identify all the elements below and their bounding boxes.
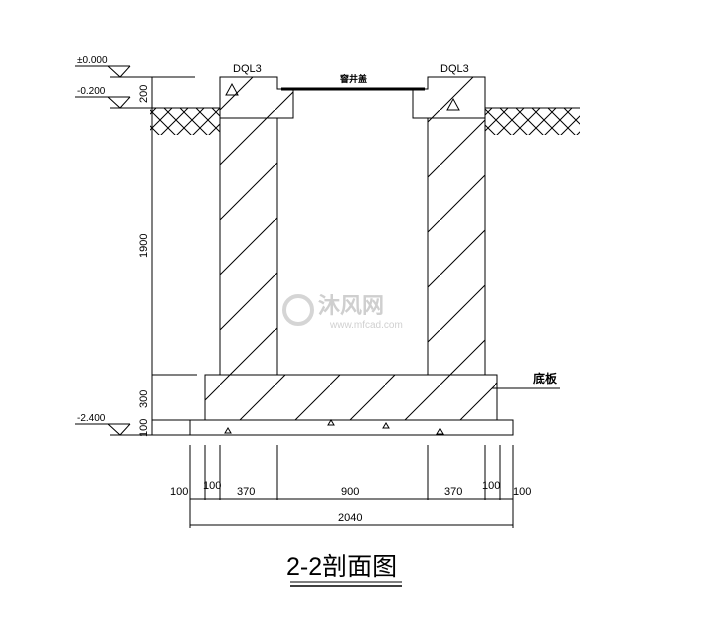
base-label: 底板: [533, 371, 558, 386]
dim-text: 100: [482, 480, 500, 492]
cap-label-left: DQL3: [233, 63, 262, 75]
dim-wall: 1900: [138, 234, 150, 258]
wall-left: [219, 117, 278, 376]
drawing-title: 2-2剖面图: [286, 553, 397, 581]
cushion-layer: [189, 419, 514, 436]
soil-left: [150, 108, 220, 135]
svg-text:www.mfcad.com: www.mfcad.com: [329, 320, 403, 331]
dim-slab: 300: [138, 390, 150, 408]
dim-text: 370: [444, 486, 462, 498]
horizontal-dimensions: 100 100 370 900 370 100 100 2040: [170, 445, 531, 528]
level-text: -2.400: [77, 413, 106, 424]
level-text: -0.200: [77, 86, 106, 97]
dim-total: 2040: [338, 512, 362, 524]
dim-text: 370: [237, 486, 255, 498]
dim-text: 100: [170, 486, 188, 498]
base-slab: [204, 374, 498, 421]
dim-text: 100: [203, 480, 221, 492]
dim-cap: 200: [138, 85, 150, 103]
cap-left: [219, 76, 294, 119]
cap-label-right: DQL3: [440, 63, 469, 75]
dim-text: 100: [513, 486, 531, 498]
dim-text: 900: [341, 486, 359, 498]
soil-right: [485, 108, 580, 135]
level-text: ±0.000: [77, 55, 108, 66]
dim-cushion: 100: [138, 419, 150, 437]
wall-right: [427, 117, 486, 376]
svg-text:沐风网: 沐风网: [318, 294, 384, 319]
watermark: 沐风网 www.mfcad.com: [282, 294, 403, 331]
level-mark-bottom: -2.400: [75, 413, 190, 436]
level-mark-top: ±0.000: [75, 55, 195, 78]
cover-label: 窨井盖: [340, 73, 367, 84]
vertical-dimension: 200 1900 300 100: [138, 77, 197, 437]
cap-right: [412, 76, 486, 119]
